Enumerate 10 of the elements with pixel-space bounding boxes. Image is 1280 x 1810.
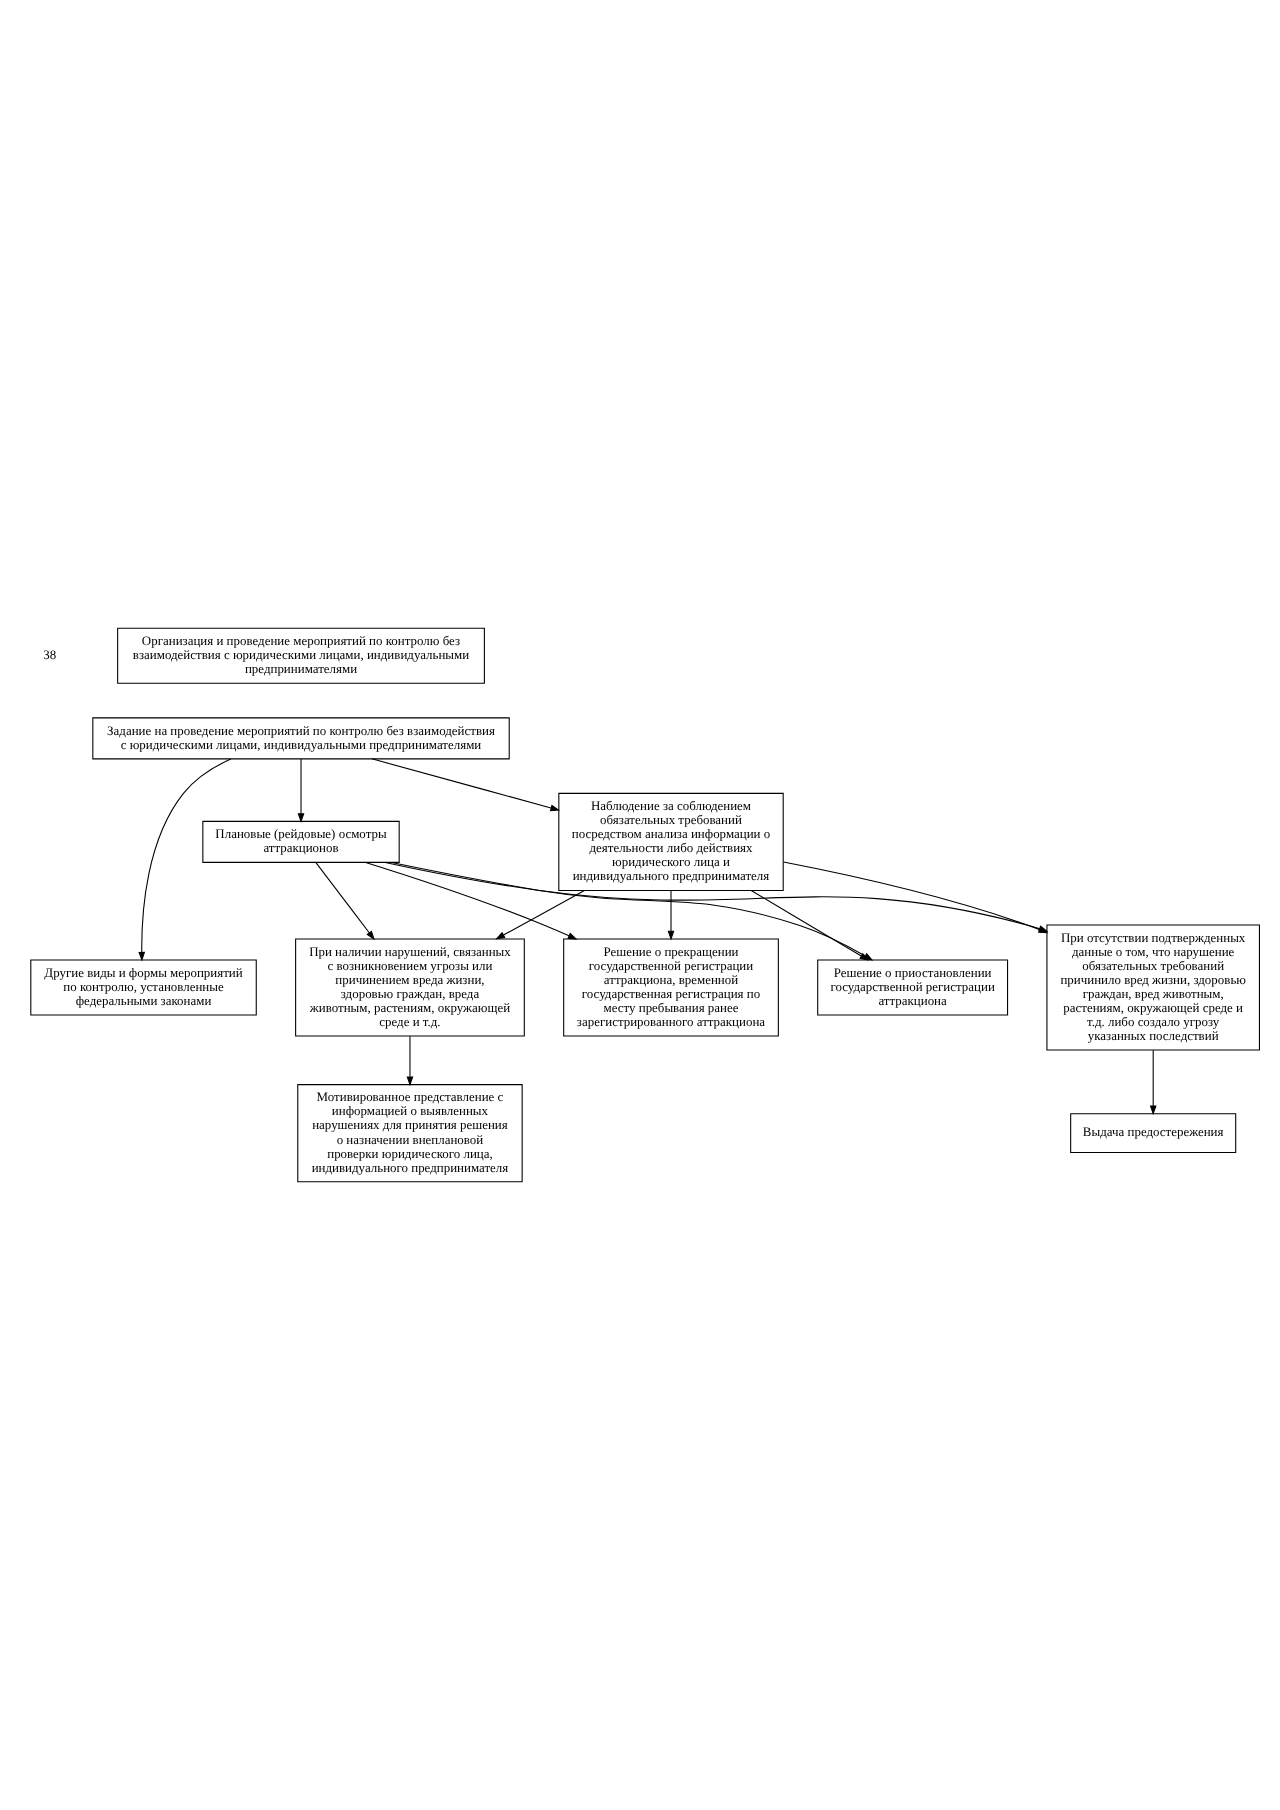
arrow xyxy=(315,862,375,941)
arrow xyxy=(365,861,578,940)
arrow xyxy=(406,1035,414,1087)
arrow xyxy=(138,758,232,962)
arrow xyxy=(1149,1049,1157,1116)
arrow xyxy=(750,890,870,961)
arrow xyxy=(371,758,561,812)
arrow xyxy=(495,890,585,940)
arrow xyxy=(297,758,305,823)
arrow xyxy=(667,890,675,941)
